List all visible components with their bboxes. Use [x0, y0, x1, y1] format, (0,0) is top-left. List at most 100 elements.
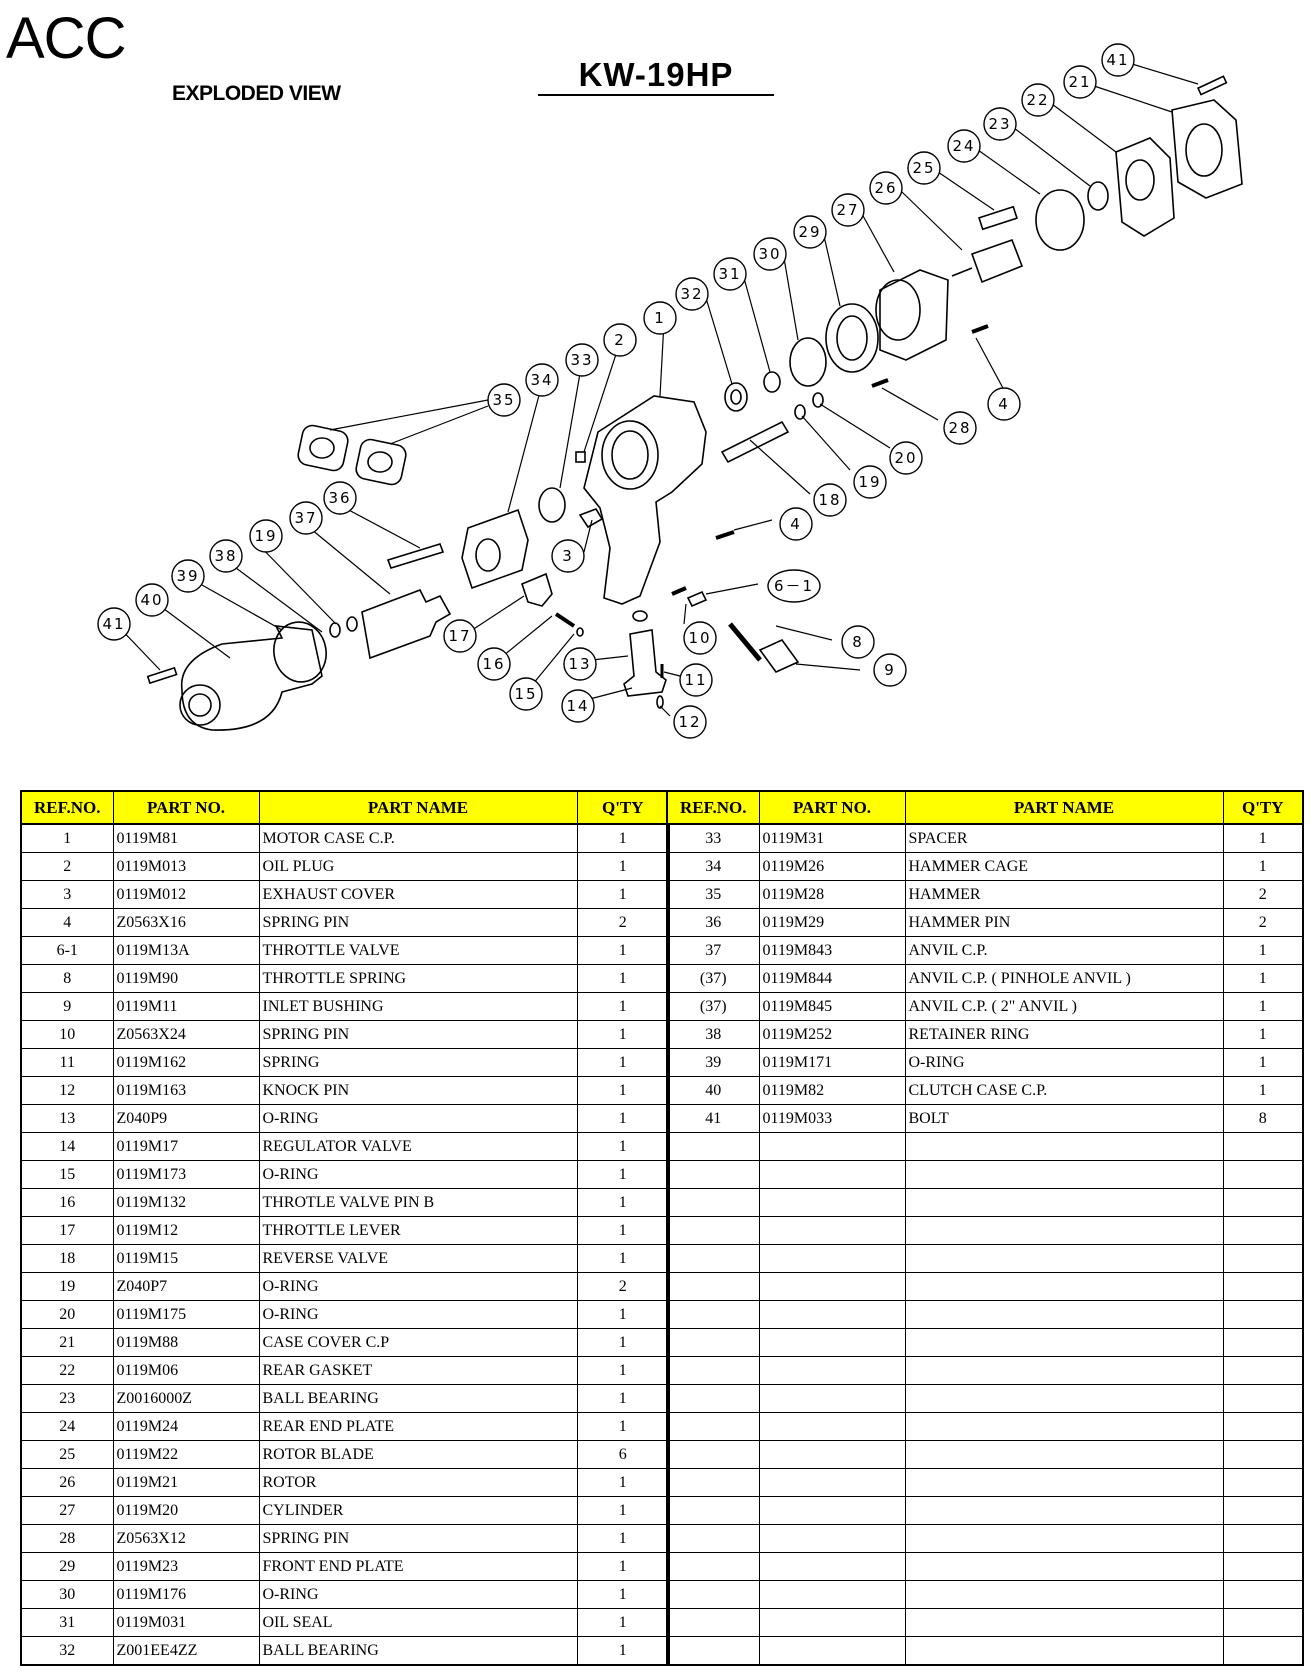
hammer-pin-part: [386, 543, 445, 569]
part-no-cell: 0119M06: [112, 1356, 260, 1385]
qty-cell: 1: [576, 1188, 670, 1217]
qty-cell: 2: [1222, 880, 1304, 909]
qty-cell: 1: [576, 992, 670, 1021]
empty-cell: [666, 1160, 760, 1189]
empty-table-row: [666, 1216, 1304, 1245]
part-name-cell: ROTOR: [258, 1468, 578, 1497]
empty-cell: [1222, 1524, 1304, 1553]
part-no-cell: 0119M26: [758, 852, 906, 881]
callout-number: 6－1: [774, 577, 814, 595]
empty-cell: [758, 1496, 906, 1525]
callout-bubble: 29: [793, 215, 827, 249]
qty-cell: 1: [576, 1300, 670, 1329]
empty-cell: [758, 1272, 906, 1301]
empty-table-row: [666, 1552, 1304, 1581]
callout-number: 33: [570, 351, 593, 369]
part-name-cell: SPRING PIN: [258, 1020, 578, 1049]
empty-cell: [758, 1580, 906, 1609]
callout-number: 19: [254, 527, 277, 545]
ref-no-cell: 27: [20, 1496, 114, 1525]
empty-cell: [1222, 1636, 1304, 1666]
ref-no-cell: 14: [20, 1132, 114, 1161]
callout-number: 4: [998, 395, 1010, 413]
part-no-cell: 0119M162: [112, 1048, 260, 1077]
empty-cell: [904, 1412, 1224, 1441]
part-name-cell: O-RING: [258, 1104, 578, 1133]
part-no-header: PART NO.: [758, 790, 906, 825]
empty-cell: [904, 1496, 1224, 1525]
callout-number: 19: [858, 473, 881, 491]
part-no-cell: 0119M13A: [112, 936, 260, 965]
empty-cell: [904, 1272, 1224, 1301]
empty-cell: [1222, 1440, 1304, 1469]
empty-cell: [1222, 1216, 1304, 1245]
empty-table-row: [666, 1188, 1304, 1217]
o-ring-part: [789, 337, 827, 387]
qty-cell: 1: [576, 1020, 670, 1049]
qty-cell: 1: [576, 1328, 670, 1357]
ref-no-cell: 39: [666, 1048, 760, 1077]
empty-cell: [904, 1160, 1224, 1189]
rear-end-plate-part: [1035, 189, 1085, 251]
qty-cell: 1: [576, 1104, 670, 1133]
callout-bubble: 36: [323, 481, 357, 515]
empty-cell: [904, 1608, 1224, 1637]
ref-no-cell: 32: [20, 1636, 114, 1666]
qty-cell: 1: [576, 1552, 670, 1581]
part-no-cell: 0119M24: [112, 1412, 260, 1441]
empty-cell: [758, 1524, 906, 1553]
ref-no-cell: 35: [666, 880, 760, 909]
qty-cell: 1: [1222, 1020, 1304, 1049]
ref-no-cell: 26: [20, 1468, 114, 1497]
empty-cell: [758, 1608, 906, 1637]
qty-cell: 1: [576, 964, 670, 993]
ref-no-cell: 18: [20, 1244, 114, 1273]
qty-cell: 1: [576, 1160, 670, 1189]
reverse-valve-part: [720, 420, 790, 464]
ball-bearing-part: [1087, 181, 1109, 211]
hammer-part: [355, 438, 407, 486]
empty-cell: [666, 1496, 760, 1525]
empty-cell: [758, 1440, 906, 1469]
empty-cell: [1222, 1328, 1304, 1357]
callout-number: 3: [562, 547, 574, 565]
callout-bubble: 24: [947, 129, 981, 163]
empty-cell: [758, 1552, 906, 1581]
callout-number: 41: [102, 615, 125, 633]
part-no-cell: 0119M171: [758, 1048, 906, 1077]
part-name-cell: OIL SEAL: [258, 1608, 578, 1637]
qty-cell: 1: [576, 1048, 670, 1077]
empty-cell: [1222, 1244, 1304, 1273]
part-name-header: PART NAME: [904, 790, 1224, 825]
ref-no-cell: 12: [20, 1076, 114, 1105]
empty-cell: [758, 1468, 906, 1497]
callout-bubble: 34: [525, 363, 559, 397]
empty-cell: [666, 1580, 760, 1609]
empty-table-row: [666, 1580, 1304, 1609]
throttle-lever-part: [521, 572, 553, 607]
empty-table-row: [666, 1272, 1304, 1301]
callout-number: 30: [758, 245, 781, 263]
callout-bubble: 13: [563, 647, 597, 681]
empty-table-row: [666, 1300, 1304, 1329]
oil-plug-part: [575, 451, 586, 463]
qty-cell: 1: [1222, 964, 1304, 993]
empty-table-row: [666, 1468, 1304, 1497]
throttle-valve-part: [686, 590, 708, 608]
hammer-cage-part: [461, 508, 529, 590]
ref-no-cell: 34: [666, 852, 760, 881]
callout-number: 40: [140, 591, 163, 609]
part-name-cell: SPACER: [904, 823, 1224, 853]
knock-pin-part: [656, 695, 664, 709]
throttle-spring-part: [728, 622, 762, 662]
ref-no-cell: 2: [20, 852, 114, 881]
part-name-cell: ANVIL C.P.: [904, 936, 1224, 965]
part-no-cell: 0119M012: [112, 880, 260, 909]
motor-case-part: [583, 395, 707, 605]
